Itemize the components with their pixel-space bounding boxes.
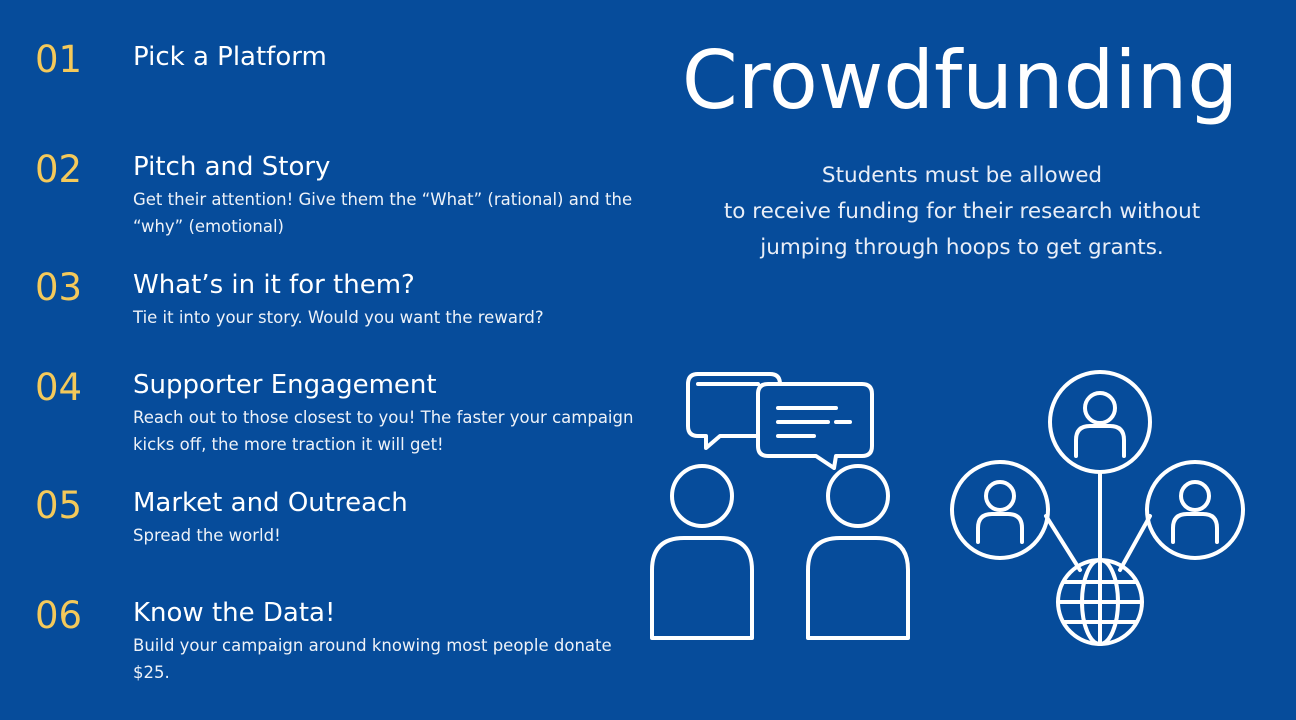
headline: Crowdfunding — [681, 34, 1239, 127]
step-number: 04 — [35, 366, 83, 409]
step-title: Market and Outreach — [133, 488, 408, 518]
step-title: What’s in it for them? — [133, 270, 415, 300]
step-number: 05 — [35, 484, 83, 527]
step-description: Spread the world! — [133, 526, 281, 545]
step-number: 03 — [35, 266, 83, 309]
step-title: Pitch and Story — [133, 152, 331, 182]
step-title: Pick a Platform — [133, 42, 327, 72]
tagline-line: jumping through hoops to get grants. — [760, 235, 1164, 260]
tagline: Students must be allowed to receive fund… — [680, 158, 1244, 266]
tagline-line: Students must be allowed — [821, 163, 1103, 188]
conversation-icon — [650, 372, 910, 640]
network-icon — [950, 370, 1245, 646]
step-number: 02 — [35, 148, 83, 191]
step-description: Get their attention! Give them the “What… — [133, 190, 633, 236]
step-number: 01 — [35, 38, 83, 81]
step-description: Reach out to those closest to you! The f… — [133, 408, 634, 454]
step-description: Build your campaign around knowing most … — [133, 636, 612, 682]
step-number: 06 — [35, 594, 83, 637]
step-title: Know the Data! — [133, 598, 336, 628]
step-description: Tie it into your story. Would you want t… — [133, 308, 544, 327]
step-title: Supporter Engagement — [133, 370, 437, 400]
tagline-line: to receive funding for their research wi… — [723, 199, 1201, 224]
